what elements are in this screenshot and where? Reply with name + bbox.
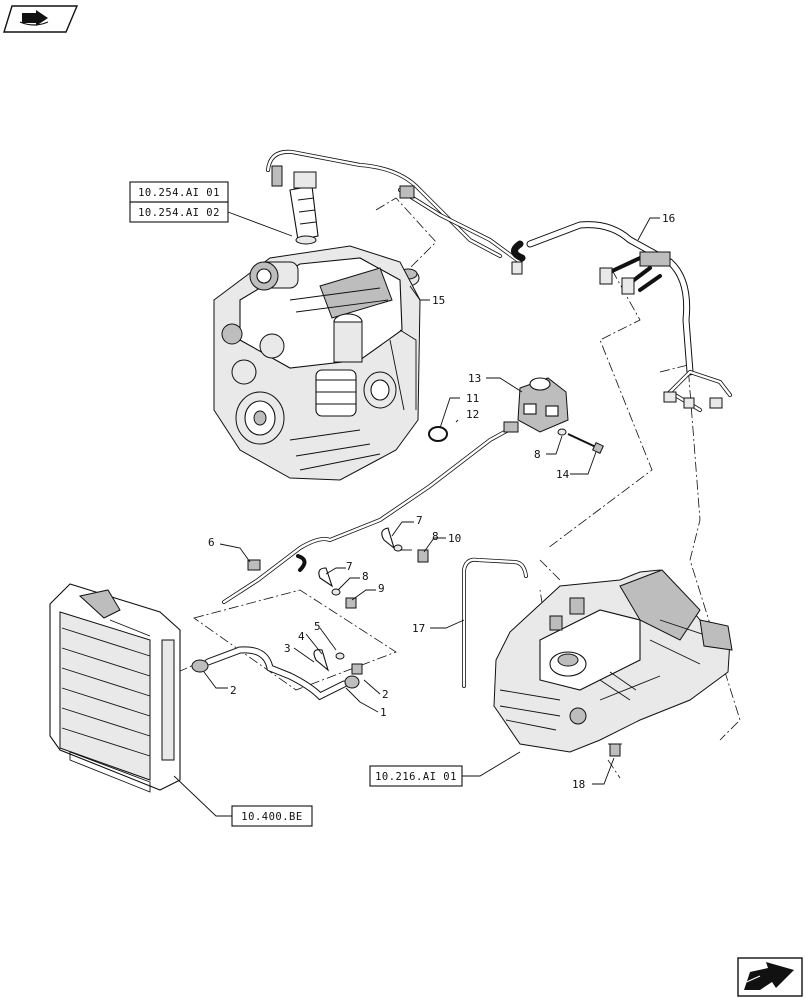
injector-component	[271, 165, 319, 245]
callout-11: 11	[466, 392, 479, 405]
o-ring	[428, 426, 448, 442]
callout-15: 15	[432, 294, 445, 307]
callout-6: 6	[208, 536, 215, 549]
ref-label: 10.254.AI 02	[138, 207, 220, 219]
valve-block	[517, 377, 569, 433]
bolt-14	[557, 428, 604, 454]
harness-tube-assembly	[266, 149, 732, 412]
callout-18: 18	[572, 778, 585, 791]
hose-12	[222, 421, 519, 604]
pipe-17	[462, 557, 528, 688]
fuel-tank	[493, 569, 733, 753]
small-fittings	[247, 527, 429, 609]
callout-10: 10	[448, 532, 461, 545]
ref-box-10-254-01[interactable]: 10.254.AI 01	[129, 181, 229, 203]
callout-7-upper: 7	[416, 514, 423, 527]
hose-assembly-1	[191, 646, 363, 701]
callout-14: 14	[556, 468, 570, 481]
callout-5: 5	[314, 620, 321, 633]
ref-label: 10.400.BE	[241, 811, 302, 823]
callout-8-mid: 8	[432, 530, 439, 543]
callout-7-lower: 7	[346, 560, 353, 573]
book-arrow-icon[interactable]	[3, 5, 79, 33]
callout-17: 17	[412, 622, 425, 635]
ref-box-10-254-02[interactable]: 10.254.AI 02	[129, 201, 229, 223]
callout-8-upper: 8	[534, 448, 541, 461]
callout-12: 12	[466, 408, 479, 421]
callout-numbers: 16 15 13 11 12 8 14 6 7 8 10 7 8 9 5 4 3…	[208, 212, 675, 791]
callout-2-left: 2	[230, 684, 237, 697]
callout-9: 9	[378, 582, 385, 595]
callout-1: 1	[380, 706, 387, 719]
next-page-arrow-icon[interactable]	[737, 957, 803, 997]
fitting-18	[608, 743, 622, 757]
callout-13: 13	[468, 372, 481, 385]
callout-8-lower: 8	[362, 570, 369, 583]
callout-2-right: 2	[382, 688, 389, 701]
ref-box-10-400[interactable]: 10.400.BE	[231, 805, 313, 827]
callout-leaders	[203, 217, 660, 785]
ref-label: 10.254.AI 01	[138, 187, 220, 199]
ref-box-10-216[interactable]: 10.216.AI 01	[369, 765, 463, 787]
callout-16: 16	[662, 212, 675, 225]
callout-3: 3	[284, 642, 291, 655]
ref-label: 10.216.AI 01	[375, 771, 457, 783]
radiator	[49, 583, 181, 793]
engine-block	[213, 245, 421, 481]
callout-4: 4	[298, 630, 305, 643]
